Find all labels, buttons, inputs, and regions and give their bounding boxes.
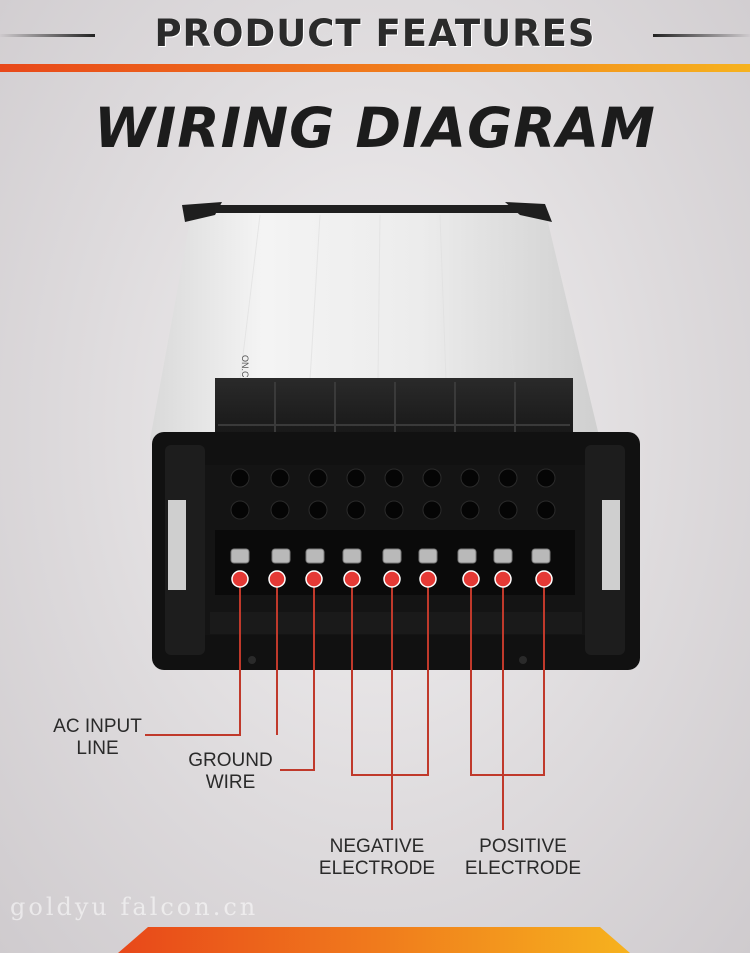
brand-logo: ON.CO® (240, 355, 250, 392)
wiring-leader-lines (145, 580, 545, 830)
label-ac-input-line: AC INPUT LINE (53, 716, 142, 759)
terminal-markers (231, 570, 553, 588)
header-title: PRODUCT FEATURES (154, 12, 596, 55)
label-negative-electrode: NEGATIVE ELECTRODE (318, 836, 436, 879)
label-ground-wire: GROUND WIRE (188, 750, 273, 793)
footer-accent-bar (118, 927, 630, 953)
page-title: WIRING DIAGRAM (94, 96, 656, 160)
header-left-rule (0, 34, 95, 37)
header-right-rule (653, 34, 750, 37)
watermark: goldyu falcon.cn (10, 893, 259, 921)
header-accent-bar (0, 64, 750, 72)
label-positive-electrode: POSITIVE ELECTRODE (464, 836, 582, 879)
terminal-screws (230, 548, 551, 564)
header: PRODUCT FEATURES (0, 0, 750, 66)
